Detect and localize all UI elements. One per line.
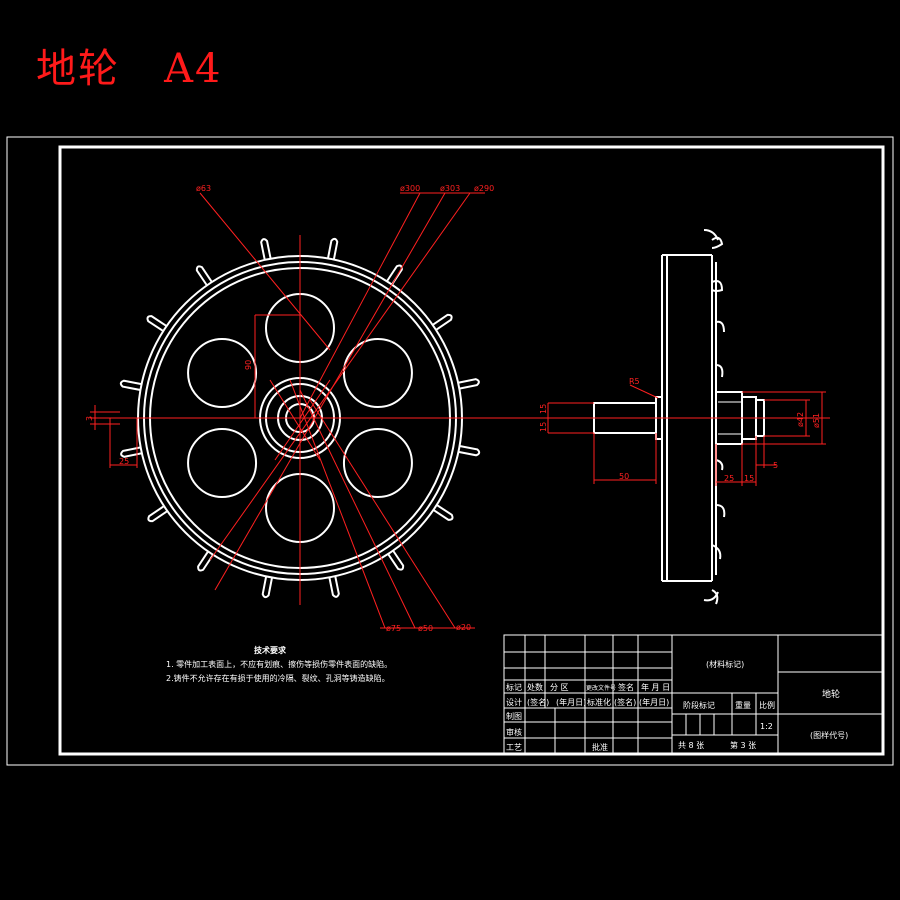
leader-d303 (214, 192, 446, 591)
side-spike (715, 504, 726, 518)
technical-notes: 技术要求 1. 零件加工表面上，不应有划痕、擦伤等损伤零件表面的缺陷。 2.铸件… (166, 644, 392, 686)
notes-line-2: 2.铸件不允许存在有损于使用的冷隔、裂纹、孔洞等铸造缺陷。 (166, 674, 390, 683)
lightening-hole (187, 338, 258, 408)
label-50: 50 (619, 472, 629, 481)
ground-spike (387, 550, 405, 571)
label-d50: ø50 (418, 624, 433, 633)
tb-zone: 分 区 (550, 683, 569, 692)
lightening-hole (342, 338, 413, 408)
tb-sig2: (签名) (614, 697, 636, 707)
label-d51: ø51 (812, 413, 821, 428)
tb-process: 工艺 (506, 743, 522, 752)
leader-d63 (199, 192, 331, 351)
lightening-hole (342, 428, 413, 498)
ground-spike (457, 378, 480, 390)
tb-scale: 比例 (759, 700, 775, 710)
label-d303: ø303 (440, 184, 460, 193)
label-d290: ø290 (474, 184, 494, 193)
ground-spike (458, 444, 481, 457)
side-spike (703, 591, 719, 602)
label-d300: ø300 (400, 184, 420, 193)
drawing-title: 地轮 A4 (36, 36, 223, 94)
ground-spike (326, 237, 339, 260)
ground-spike (146, 315, 168, 332)
leader-d300 (299, 192, 421, 419)
label-25-front: 25 (119, 457, 129, 466)
drawing-title-size: A4 (164, 46, 223, 92)
leader-d20 (309, 399, 456, 629)
dimension-lines (90, 192, 830, 629)
tb-date1: (年月日) (556, 697, 586, 707)
tb-part-name: 地轮 (822, 688, 840, 700)
tb-count: 处数 (527, 682, 543, 692)
label-d75: ø75 (386, 624, 401, 633)
side-spike (711, 280, 724, 292)
title-block (503, 634, 884, 755)
side-spike (711, 544, 722, 560)
tb-review: 审核 (506, 727, 522, 737)
ground-spike (386, 264, 403, 286)
ground-spike (147, 505, 168, 523)
ground-spike (119, 379, 142, 392)
side-view (593, 229, 765, 605)
side-spike (715, 459, 724, 471)
tb-weight: 重量 (735, 700, 751, 710)
leader-d75 (289, 379, 386, 629)
label-d63: ø63 (196, 184, 211, 193)
tb-date2: (年月日) (639, 697, 669, 707)
tb-sign: 签名 (618, 682, 634, 692)
tb-sheet-no: 第 3 张 (730, 740, 756, 750)
ground-spike (120, 446, 143, 458)
label-15a: 15 (539, 404, 548, 414)
label-15b: 15 (539, 422, 548, 432)
hub-leader-1 (269, 379, 321, 461)
label-3: 3 (85, 416, 94, 421)
ground-spike (195, 265, 213, 286)
tb-stage-mark: 阶段标记 (683, 700, 715, 710)
ground-spike (432, 504, 454, 521)
label-r5: R5 (629, 377, 640, 386)
label-25-side: 25 (724, 474, 734, 483)
tb-mark: 标记 (506, 682, 522, 692)
notes-line-1: 1. 零件加工表面上，不应有划痕、擦伤等损伤零件表面的缺陷。 (166, 660, 393, 669)
outer-border (6, 136, 894, 766)
tb-standardize: 标准化 (587, 697, 611, 707)
side-spike (715, 364, 724, 378)
label-d42: ø42 (796, 412, 805, 427)
tb-total-sheets: 共 8 张 (678, 741, 704, 750)
tb-draw: 制图 (506, 711, 522, 721)
title-block-frame (503, 634, 884, 755)
ground-spike (260, 238, 272, 261)
label-5-side: 5 (773, 461, 778, 470)
side-spike (715, 320, 725, 333)
tb-drawing-no: (图样代号) (810, 730, 848, 740)
label-d20: ø20 (456, 623, 471, 632)
side-spike (703, 229, 719, 241)
ground-spike (197, 550, 214, 572)
inner-frame (58, 145, 885, 756)
title-block-text: (材料标记) 地轮 (图样代号) 标记 处数 分 区 更改文件号 签名 年 月 … (506, 659, 848, 752)
ground-spike (432, 313, 453, 331)
tb-date: 年 月 日 (641, 682, 670, 692)
tb-design: 设计 (506, 697, 522, 707)
leader-r5 (629, 384, 659, 399)
ground-spike (328, 575, 340, 598)
drawing-title-name: 地轮 (36, 46, 120, 92)
notes-heading: 技术要求 (254, 646, 286, 655)
tb-sig1: (签名) (527, 697, 549, 707)
tb-approve: 批准 (592, 742, 608, 752)
label-90: 90 (244, 360, 253, 370)
leader-d50 (299, 389, 416, 629)
tb-material: (材料标记) (706, 659, 744, 669)
ground-spike (261, 576, 274, 599)
leader-d290 (209, 192, 471, 561)
dimension-labels: ø63 ø300 ø303 ø290 ø75 ø50 ø20 R5 90 25 … (85, 184, 821, 633)
label-15-side: 15 (744, 474, 754, 483)
hub-leader-2 (274, 379, 331, 461)
lightening-hole (187, 428, 258, 498)
tb-change-doc: 更改文件号 (586, 684, 616, 692)
tb-scale-val: 1:2 (760, 722, 773, 731)
